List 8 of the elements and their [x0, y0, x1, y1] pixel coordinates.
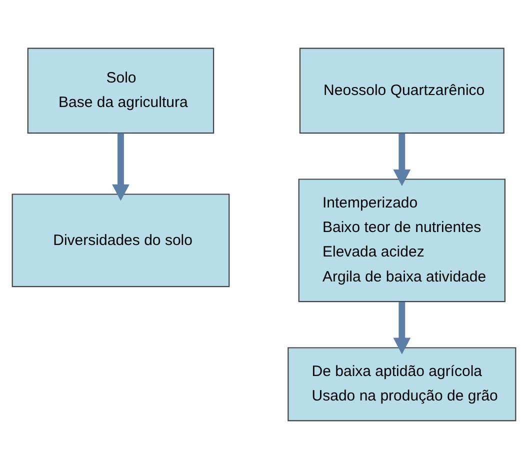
arrow: [393, 301, 411, 354]
arrow: [393, 132, 411, 186]
node-box: Neossolo Quartzarênico: [299, 47, 504, 134]
node-box: Intemperizado Baixo teor de nutrientes Elevada acidez Argila de baixa atividade: [298, 178, 506, 302]
node-box: Diversidades do solo: [12, 193, 230, 287]
node-box: Solo Base da agricultura: [27, 47, 214, 134]
node-box: De baixa aptidão agrícola Usado na produção de grão: [288, 346, 516, 421]
arrow: [112, 132, 130, 200]
